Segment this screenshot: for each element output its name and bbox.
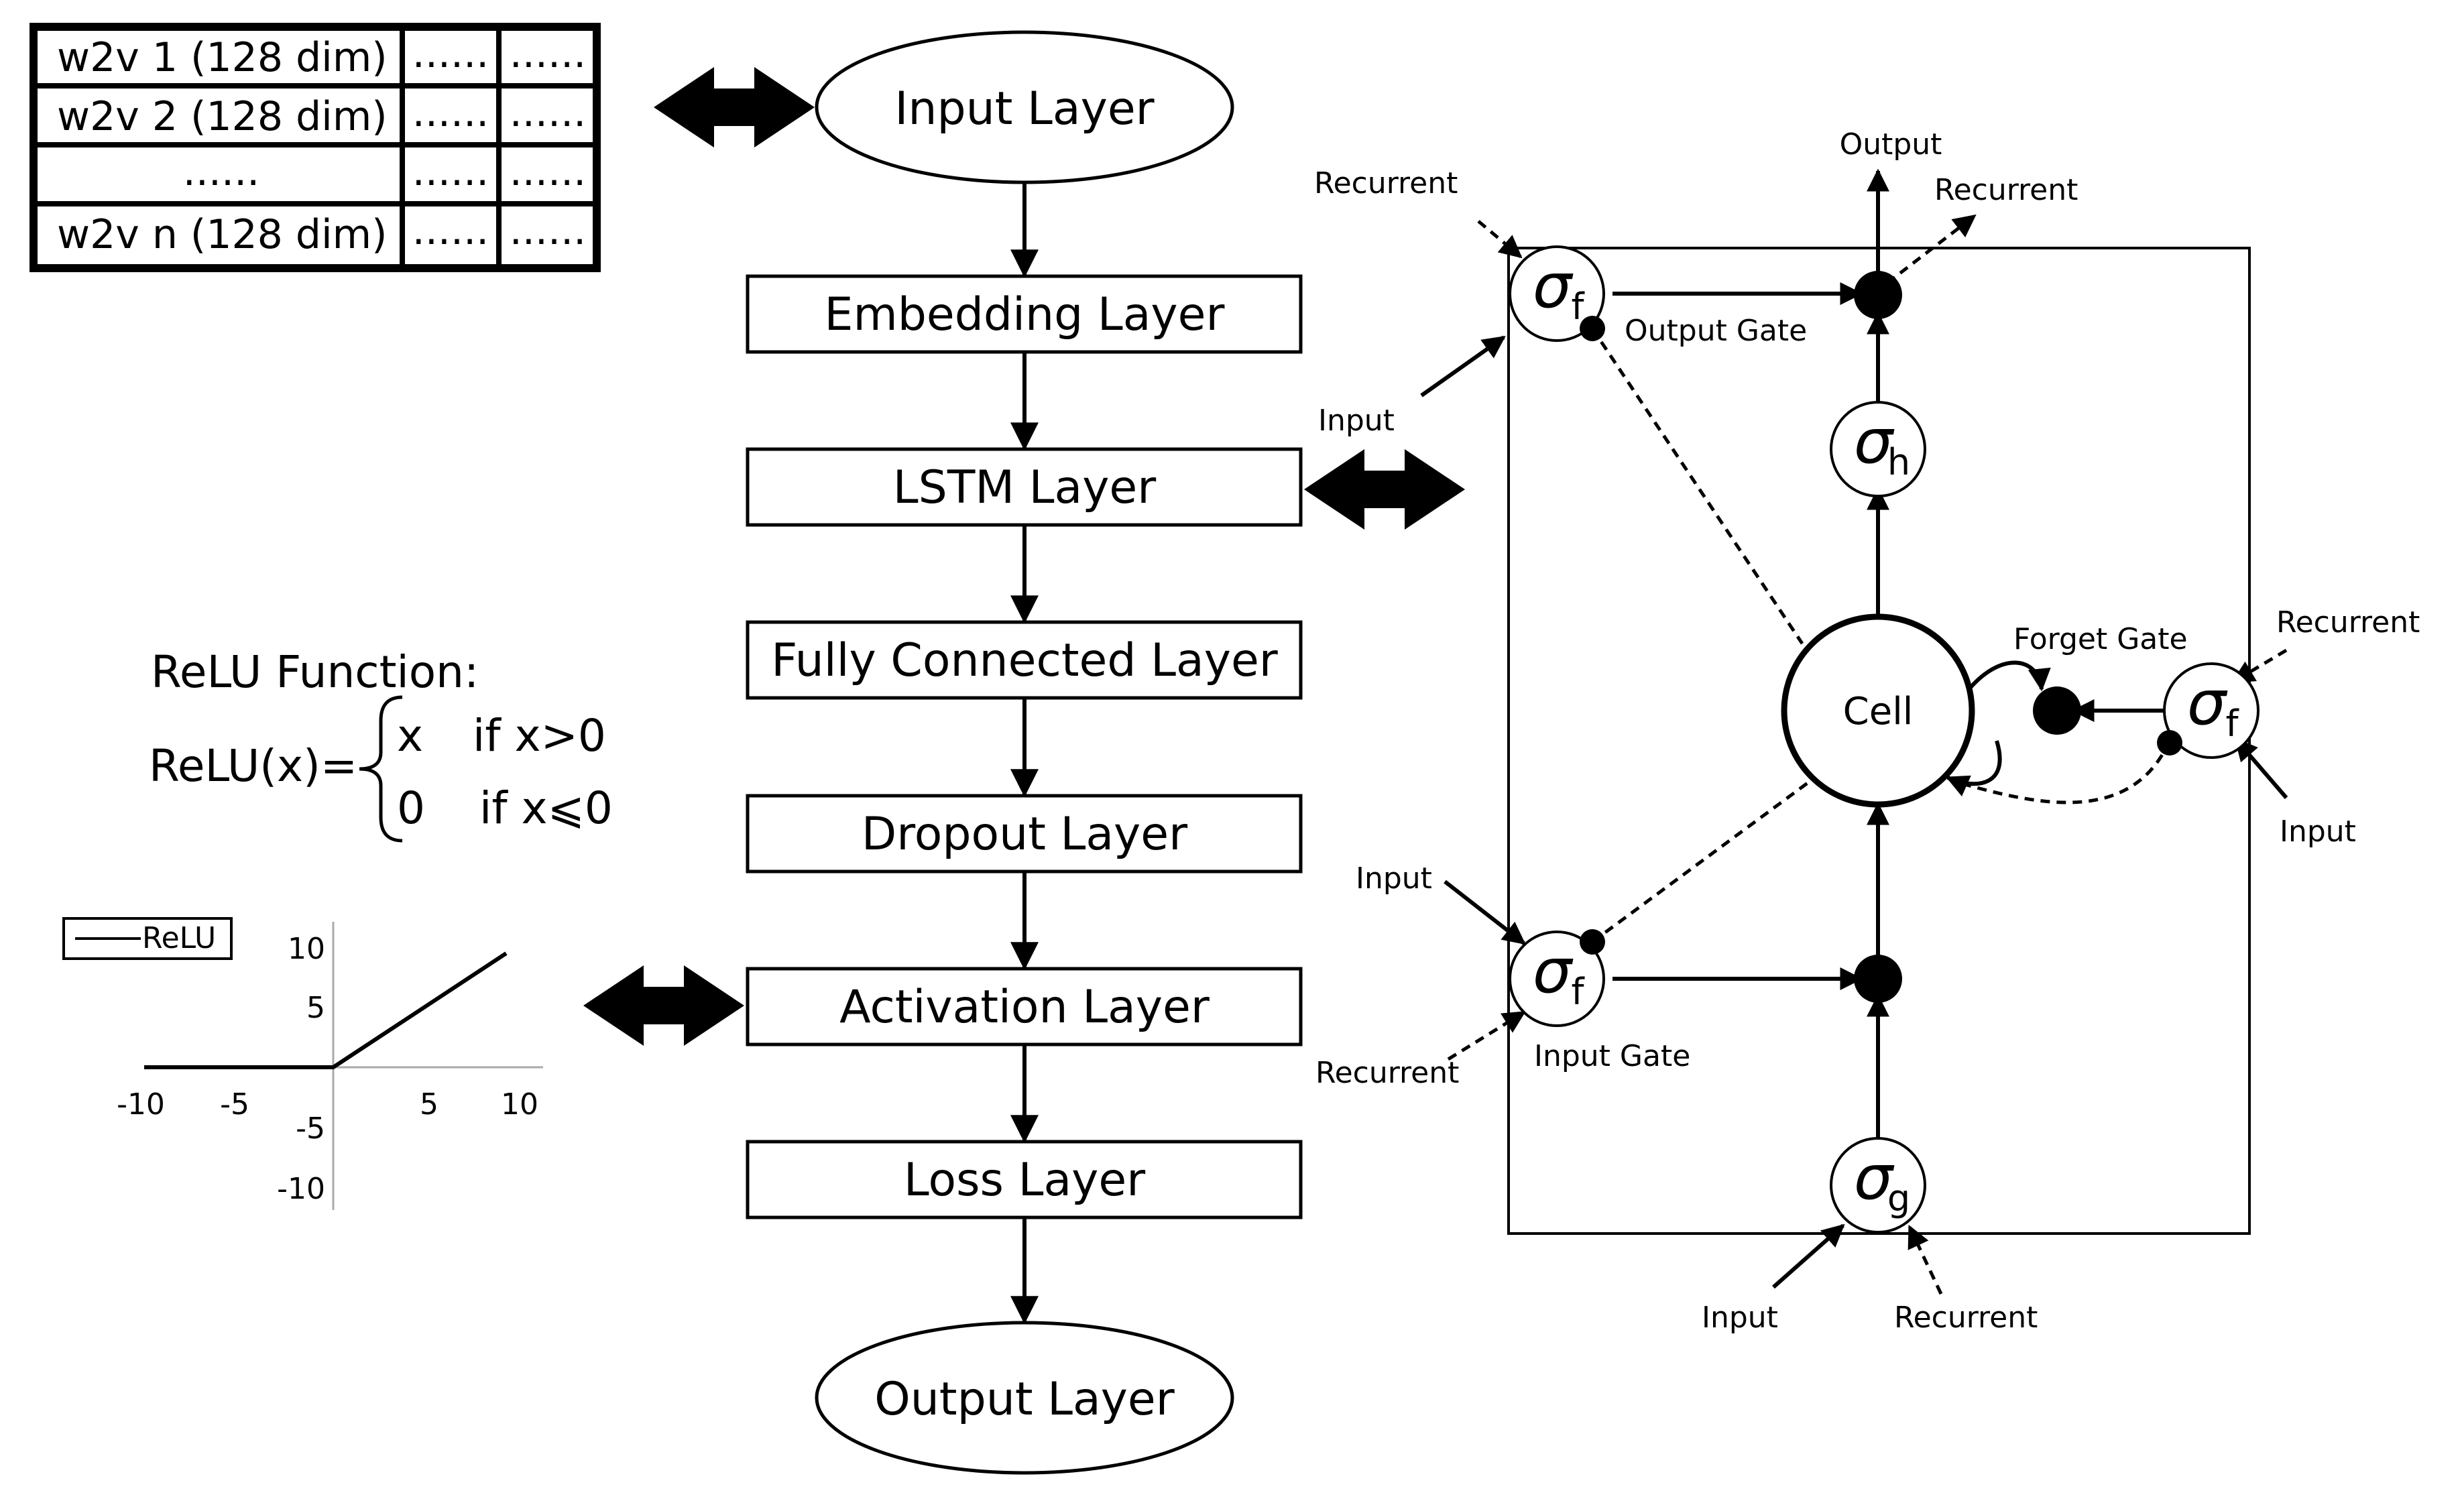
input-sigma <box>1830 1137 1926 1234</box>
output-gate-label: Output Gate <box>1625 314 1807 348</box>
output-label: Output <box>1840 127 1942 162</box>
input-multiply-node <box>1854 955 1902 1003</box>
relu-curve <box>144 951 508 1069</box>
dropout-layer-label: Dropout Layer <box>862 808 1187 861</box>
sigma-symbol: σ <box>1533 250 1574 322</box>
sigma-symbol: σ <box>1533 935 1574 1007</box>
lstm-layer-label: LSTM Layer <box>893 461 1157 514</box>
recurrent-label: Recurrent <box>1315 1056 1459 1090</box>
sigma-subscript: f <box>2225 703 2239 745</box>
x-tick-label: 10 <box>501 1087 538 1122</box>
loss-layer-label: Loss Layer <box>904 1154 1145 1207</box>
y-tick-label: 10 <box>288 932 325 966</box>
relu-title: ReLU Function: <box>151 646 479 698</box>
y-tick-label: -10 <box>277 1172 325 1206</box>
input-label: Input <box>1318 404 1395 438</box>
recurrent-label: Recurrent <box>2276 605 2420 640</box>
relu-case1-value: x <box>397 710 423 762</box>
sigma-symbol: σ <box>1854 1142 1895 1213</box>
table-cell: ...... <box>183 148 259 195</box>
relu-plot: ReLU -10 -5 5 10 10 5 -5 -10 <box>62 917 543 1210</box>
input-layer-label: Input Layer <box>894 82 1154 135</box>
relu-case2-condition: if x⩽0 <box>479 782 613 834</box>
double-arrow-icon <box>1304 449 1465 530</box>
table-cell: ...... <box>510 30 586 77</box>
w2v-table: w2v 1 (128 dim) ...... ...... w2v 2 (128… <box>30 23 601 272</box>
double-arrow-icon <box>654 67 815 147</box>
x-tick-label: 5 <box>420 1087 438 1122</box>
forget-gate-sigma <box>2163 662 2260 759</box>
recurrent-label: Recurrent <box>1894 1301 2038 1335</box>
forget-multiply-node <box>2033 686 2081 735</box>
layer-pipeline <box>746 30 1303 1475</box>
output-multiply-node <box>1854 271 1902 319</box>
y-tick-label: 5 <box>306 991 325 1025</box>
x-tick-label: -10 <box>117 1087 165 1122</box>
recurrent-label: Recurrent <box>1314 166 1458 200</box>
table-cell: ...... <box>412 89 489 136</box>
table-cell: ...... <box>412 30 489 77</box>
table-cell: ...... <box>510 207 586 254</box>
input-gate-sigma <box>1509 930 1605 1027</box>
forget-gate-label: Forget Gate <box>2013 622 2188 656</box>
cell-node <box>1781 613 1975 808</box>
table-cell: ...... <box>412 207 489 254</box>
output-gate-sigma <box>1509 245 1605 342</box>
relu-lhs: ReLU(x)= <box>149 740 357 792</box>
sigma-subscript: h <box>1887 441 1910 483</box>
table-cell: w2v 1 (128 dim) <box>57 34 388 81</box>
fully-connected-layer-label: Fully Connected Layer <box>771 634 1278 687</box>
table-cell: ...... <box>510 89 586 136</box>
cell-label: Cell <box>1843 690 1914 733</box>
sigma-subscript: f <box>1571 971 1585 1013</box>
sigma-subscript: f <box>1571 286 1585 328</box>
brace <box>359 695 403 843</box>
input-label: Input <box>2280 815 2356 849</box>
input-label: Input <box>1356 861 1432 896</box>
lstm-cell-diagram <box>1420 168 2288 1295</box>
embedding-layer-label: Embedding Layer <box>825 288 1225 341</box>
table-cell: ...... <box>510 148 586 195</box>
sigma-symbol: σ <box>1854 406 1895 477</box>
input-label: Input <box>1702 1301 1778 1335</box>
table-cell: ...... <box>412 148 489 195</box>
recurrent-label: Recurrent <box>1934 173 2078 207</box>
relu-formula: ReLU Function: ReLU(x)= x if x>0 0 if x⩽… <box>149 646 613 843</box>
double-arrow-icon <box>583 965 744 1046</box>
x-tick-label: -5 <box>220 1087 249 1122</box>
input-gate-label: Input Gate <box>1534 1039 1690 1073</box>
relu-case1-condition: if x>0 <box>473 710 606 762</box>
legend-label: ReLU <box>142 921 216 955</box>
table-cell: w2v n (128 dim) <box>57 211 388 258</box>
sigma-symbol: σ <box>2187 667 2228 739</box>
relu-case2-value: 0 <box>397 782 425 834</box>
hidden-sigma <box>1830 401 1926 497</box>
sigma-subscript: g <box>1887 1177 1910 1219</box>
table-cell: w2v 2 (128 dim) <box>57 93 388 140</box>
y-tick-label: -5 <box>296 1112 325 1146</box>
activation-layer-label: Activation Layer <box>839 981 1210 1034</box>
output-layer-label: Output Layer <box>874 1373 1174 1426</box>
